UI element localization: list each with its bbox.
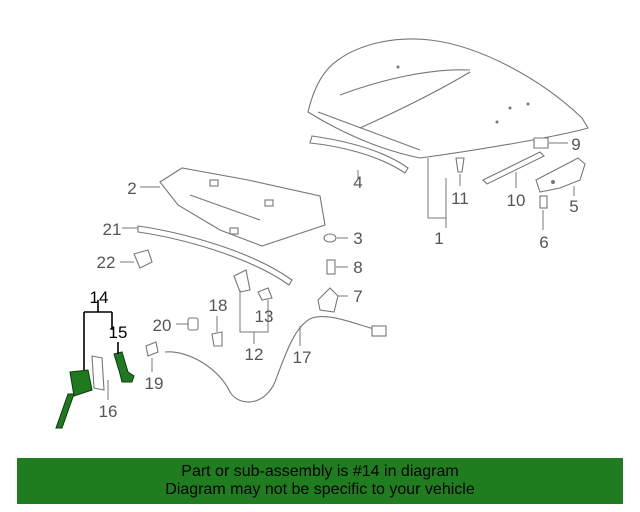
callout-3: 3 (353, 229, 362, 248)
callout-1: 1 (434, 229, 443, 248)
bolt-6-part (539, 195, 548, 209)
callout-4: 4 (353, 173, 362, 192)
clip-part-15-highlighted (113, 351, 135, 383)
callout-14-highlighted: 14 (90, 288, 109, 307)
hood-insulator-part (159, 167, 326, 247)
clip-18-part (211, 331, 223, 347)
clip-13-part (257, 287, 273, 301)
callout-12: 12 (245, 345, 264, 364)
callout-9: 9 (571, 135, 580, 154)
strip-part (482, 151, 545, 185)
callout-7: 7 (353, 287, 362, 306)
callout-11: 11 (451, 189, 469, 208)
latch-part-12 (233, 269, 251, 293)
bolt-8-part (326, 259, 336, 275)
bracket-part (535, 157, 586, 193)
banner-line-1: Part or sub-assembly is #14 in diagram (181, 463, 459, 480)
callout-5: 5 (569, 197, 578, 216)
grommet-3-part (323, 233, 337, 243)
prop-rod-part-highlighted (55, 369, 93, 429)
callout-22: 22 (97, 253, 116, 272)
hood-panel (307, 38, 589, 159)
callout-10: 10 (507, 191, 526, 210)
part-info-banner: Part or sub-assembly is #14 in diagram D… (17, 458, 623, 504)
banner-line-2: Diagram may not be specific to your vehi… (165, 481, 475, 498)
bolt-9-part (533, 137, 549, 149)
cap-20-part (187, 317, 199, 331)
callout-21: 21 (103, 220, 122, 239)
bolt-11-part (455, 157, 465, 173)
callout-8: 8 (353, 258, 362, 277)
callout-13: 13 (255, 307, 274, 326)
callout-18: 18 (209, 296, 228, 315)
callout-15-highlighted: 15 (109, 323, 128, 342)
callout-6: 6 (539, 233, 548, 252)
leader-lines (83, 142, 575, 400)
clip-22-part (133, 249, 153, 269)
bracket-7-part (317, 287, 339, 313)
cap-19-part (145, 341, 159, 357)
hood-seal-part (309, 135, 409, 174)
bracket-16-part (91, 355, 105, 391)
callout-16: 16 (99, 402, 118, 421)
release-cable-part (164, 316, 387, 403)
callout-2: 2 (127, 179, 136, 198)
seal-part (137, 225, 293, 286)
callout-17: 17 (293, 348, 312, 367)
callout-20: 20 (153, 316, 172, 335)
callout-19: 19 (145, 374, 164, 393)
